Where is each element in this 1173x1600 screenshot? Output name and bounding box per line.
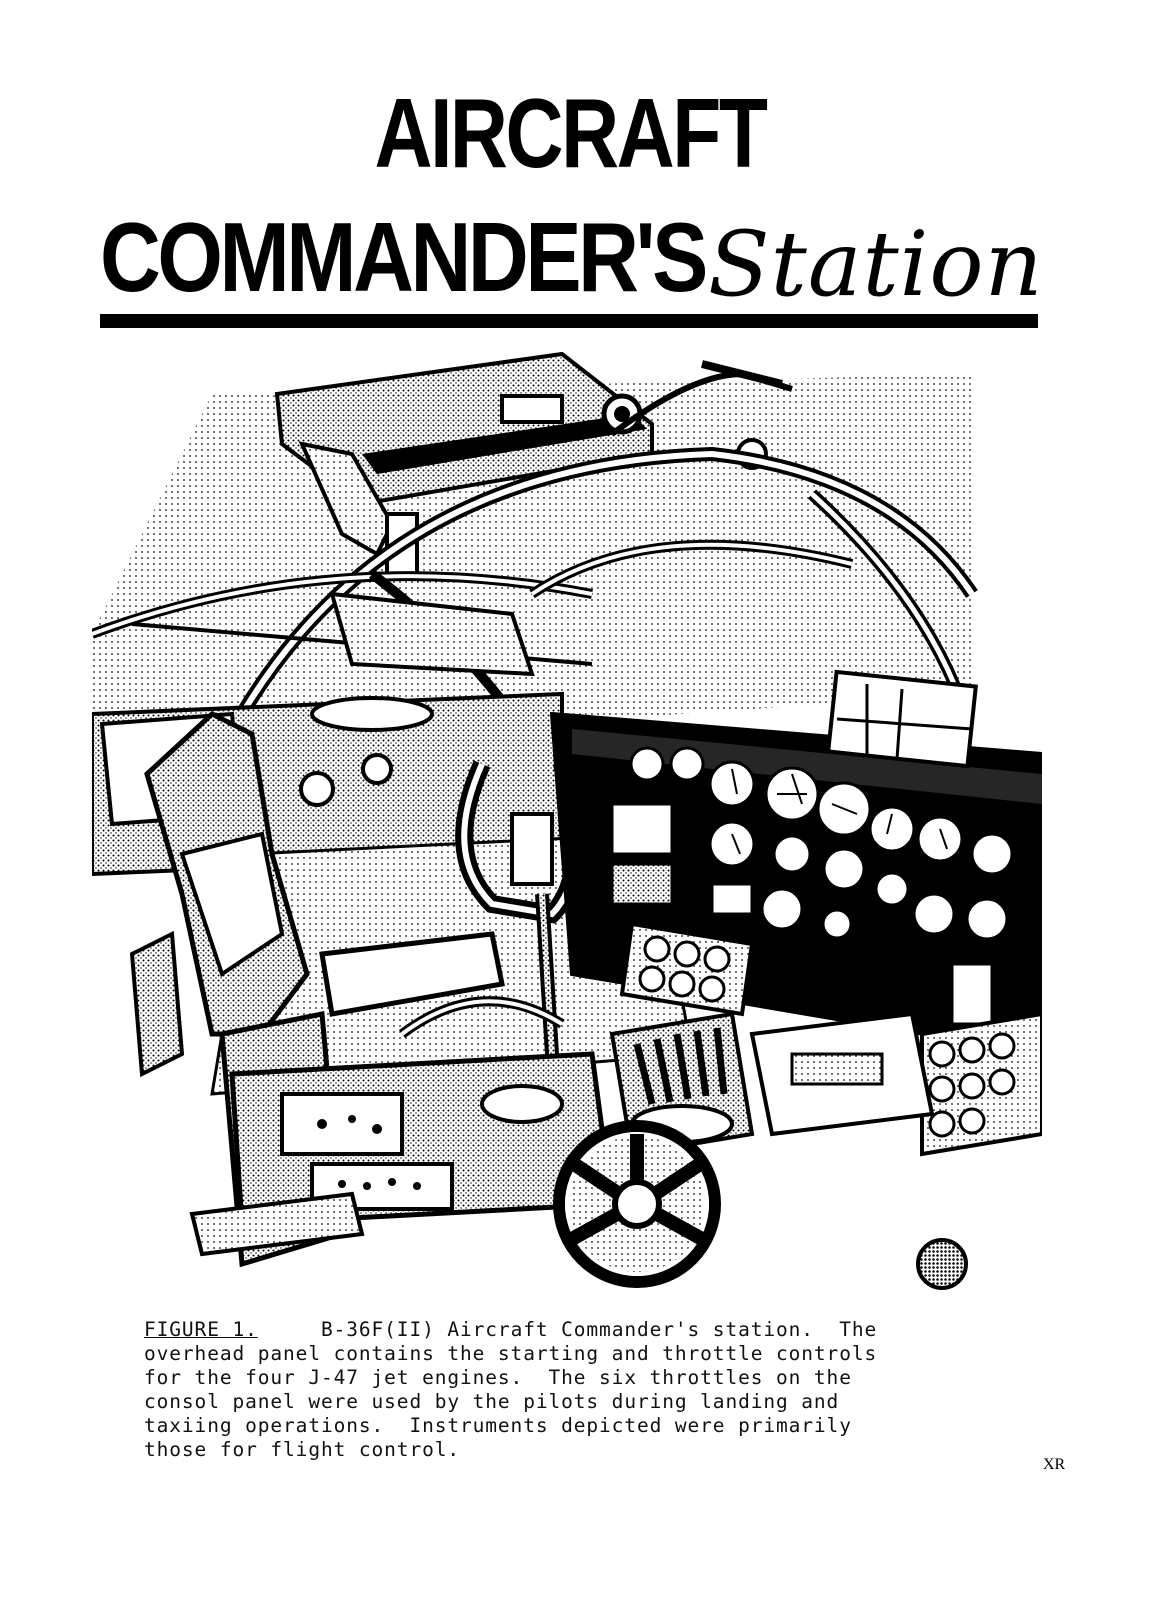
figure-label: FIGURE 1. <box>144 1318 258 1341</box>
title-rule <box>100 314 1038 328</box>
title-commanders: COMMANDER'S <box>100 202 708 312</box>
caption-line-2: overhead panel contains the starting and… <box>144 1342 878 1365</box>
left-console <box>229 996 615 1227</box>
title-line-commanders-station: COMMANDER'S Station <box>100 182 1043 362</box>
engine-instrument-subpanel <box>619 921 1044 1157</box>
caption-line-6: those for flight control. <box>144 1438 460 1461</box>
steering-wheel <box>553 1120 721 1288</box>
caption-line-3: for the four J-47 jet engines. The six t… <box>144 1366 852 1389</box>
title-line-aircraft: AIRCRAFT <box>374 78 767 188</box>
page-mark: XR <box>1043 1456 1066 1473</box>
caption-line-5: taxiing operations. Instruments depicted… <box>144 1414 852 1437</box>
overhead-panel <box>274 351 793 576</box>
caption-line-1-text: B-36F(II) Aircraft Commander's station. … <box>320 1318 878 1341</box>
cockpit-illustration <box>90 334 1044 1300</box>
figure-caption: FIGURE 1. B-36F(II) Aircraft Commander's… <box>144 1318 1004 1462</box>
cockpit-drawing <box>90 334 1044 1300</box>
caption-line-1: FIGURE 1. B-36F(II) Aircraft Commander's… <box>144 1318 1004 1342</box>
caption-line-4: consol panel were used by the pilots dur… <box>144 1390 840 1413</box>
title-station-script: Station <box>708 212 1044 317</box>
throttle-quadrant <box>609 1011 935 1157</box>
